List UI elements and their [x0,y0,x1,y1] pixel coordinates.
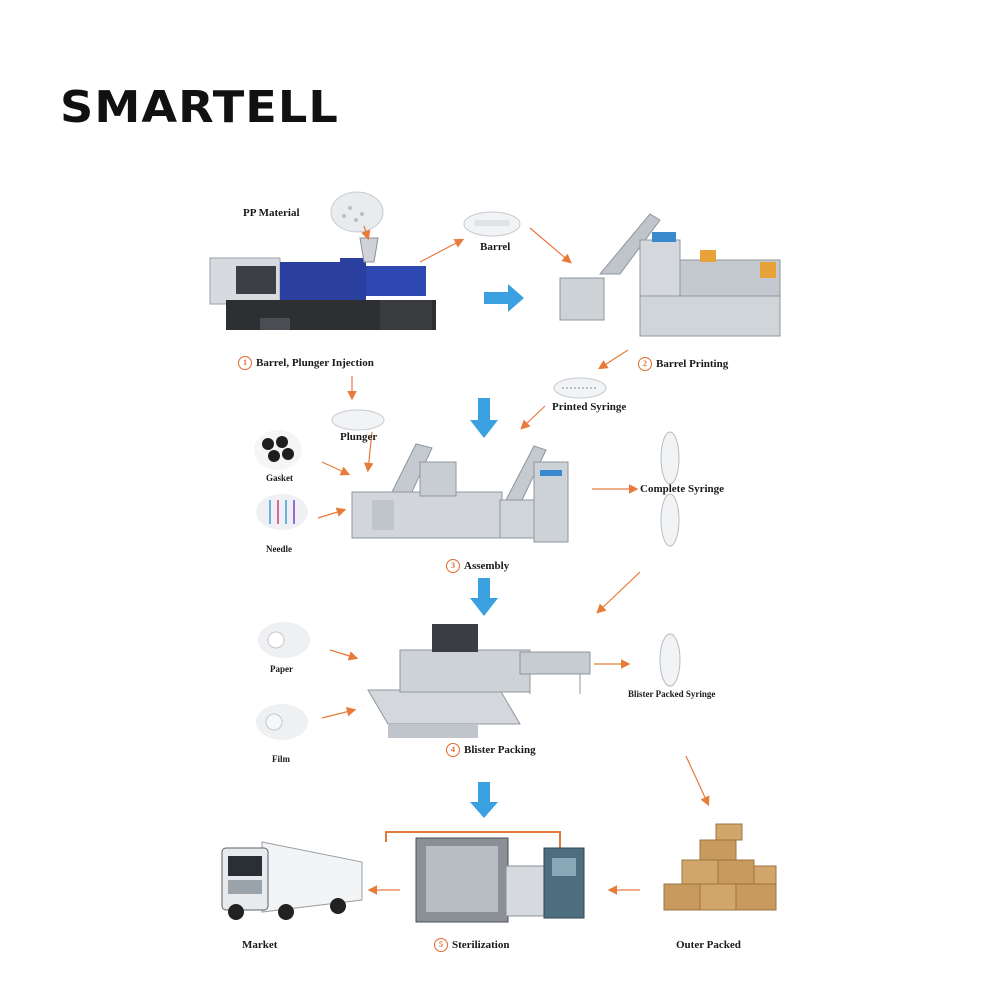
step-4-label: 4 Blister Packing [446,743,536,757]
label-plunger: Plunger [340,431,377,443]
label-gasket: Gasket [266,473,293,483]
label-blister-packed-syringe: Blister Packed Syringe [628,689,715,699]
step-2-text: Barrel Printing [656,358,728,370]
step-2-number: 2 [638,357,652,371]
step-2-label: 2 Barrel Printing [638,357,728,371]
label-outer-packed: Outer Packed [676,939,741,951]
step-3-number: 3 [446,559,460,573]
printing-machine [560,214,780,336]
label-complete-syringe: Complete Syringe [640,483,724,495]
flow-arrow-down-3 [470,782,498,818]
step-4-number: 4 [446,743,460,757]
barrel-image [464,212,520,236]
step-1-text: Barrel, Plunger Injection [256,357,374,369]
step-5-number: 5 [434,938,448,952]
flow-arrow-right [484,284,524,312]
label-pp-material: PP Material [243,207,300,219]
flow-arrow-down-1 [470,398,498,438]
blister-packing-machine [368,624,590,738]
arrow-film-to-blister [322,710,354,718]
arrow-complete-to-blister [598,572,640,612]
label-printed-syringe: Printed Syringe [552,401,626,413]
step-5-text: Sterilization [452,939,509,951]
step-4-text: Blister Packing [464,744,536,756]
arrow-printed-to-assembly [522,406,545,428]
arrow-needle-to-assembly [318,510,344,518]
carton-boxes-image [664,824,776,910]
label-paper: Paper [270,664,293,674]
main-flow-arrows [470,284,524,818]
truck-image [222,842,362,920]
pp-material-image [331,192,383,232]
injection-molding-machine [210,238,436,330]
arrow-packed-to-outer [686,756,708,804]
gasket-image [254,430,302,470]
needle-image [256,494,308,530]
plunger-image [332,410,384,430]
step-1-label: 1 Barrel, Plunger Injection [238,356,374,370]
label-film: Film [272,754,290,764]
sterilization-chamber [386,832,584,922]
flow-arrow-down-2 [470,578,498,616]
step-1-number: 1 [238,356,252,370]
step-3-label: 3 Assembly [446,559,509,573]
label-market: Market [242,939,277,951]
label-needle: Needle [266,544,292,554]
film-roll-image [256,704,308,740]
step-3-text: Assembly [464,560,509,572]
label-barrel: Barrel [480,241,510,253]
arrow-barrel-to-printer [530,228,570,262]
paper-roll-image [258,622,310,658]
assembly-machine [352,444,568,542]
arrow-machine-to-barrel [420,240,462,262]
arrow-paper-to-blister [330,650,356,658]
arrow-gasket-to-assembly [322,462,348,474]
blister-syringe-image [660,634,680,686]
arrow-printer-to-printed [600,350,628,368]
printed-syringe-image [554,378,606,398]
step-5-label: 5 Sterilization [434,938,509,952]
